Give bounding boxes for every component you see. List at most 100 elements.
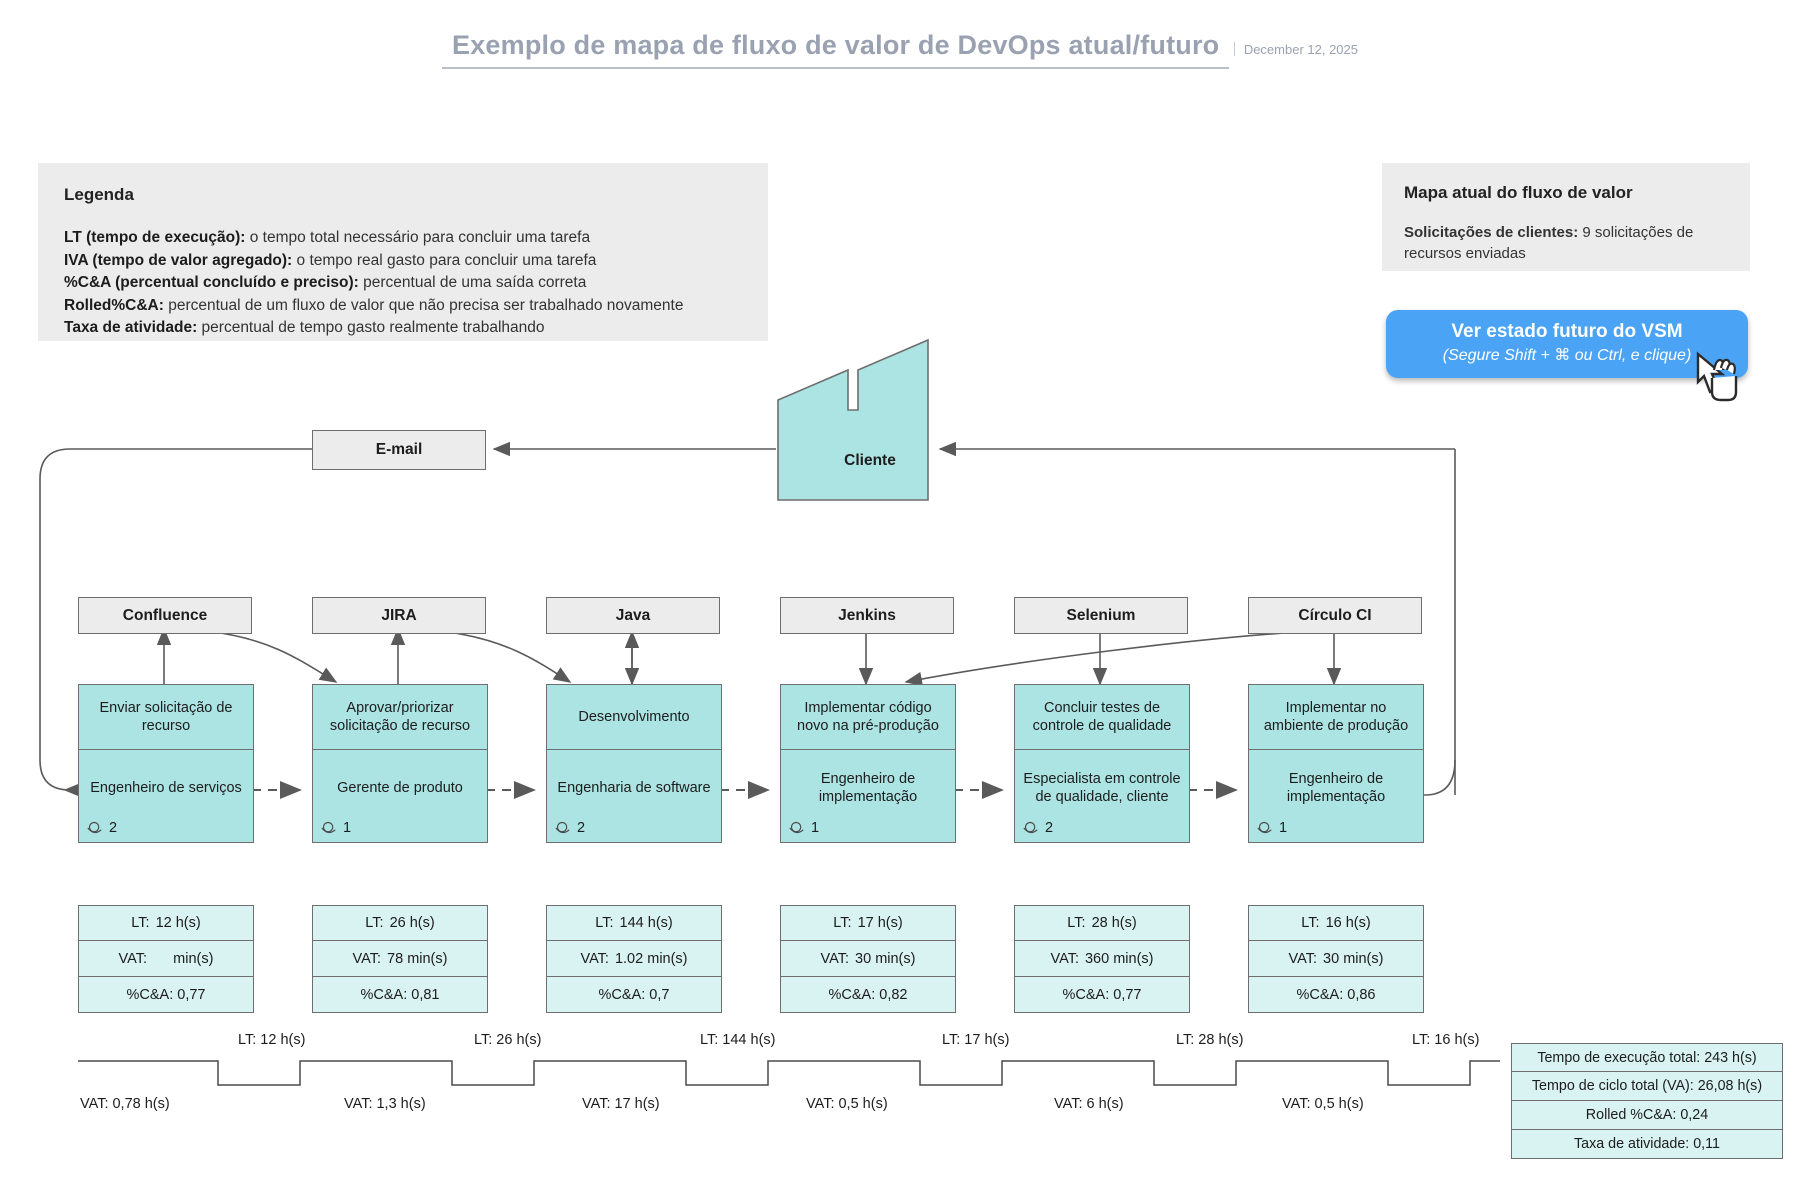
current-map-title: Mapa atual do fluxo de valor <box>1404 183 1633 202</box>
metrics-box: LT:26 h(s) VAT:78 min(s) %C&A: 0,81 <box>312 905 488 1013</box>
process-role-wrap: Especialista em controle de qualidade, c… <box>1014 749 1190 843</box>
metric-vat-unit: min(s) <box>647 950 688 967</box>
metric-lt-value: 12 h(s) <box>155 915 201 931</box>
metric-vat: VAT:360 min(s) <box>1014 941 1190 977</box>
legend-desc: o tempo real gasto para concluir uma tar… <box>292 251 597 269</box>
operator-icon <box>789 821 804 834</box>
operator-icon <box>87 821 102 834</box>
process-count-value: 2 <box>577 820 586 836</box>
timeline-lt-label: LT: 16 h(s) <box>1412 1032 1480 1048</box>
summary-total-cycle-time: Tempo de ciclo total (VA): 26,08 h(s) <box>1511 1072 1783 1101</box>
metrics-box: LT:16 h(s) VAT:30 min(s) %C&A: 0,86 <box>1248 905 1424 1013</box>
process-task: Implementar no ambiente de produção <box>1248 684 1424 749</box>
process-task: Desenvolvimento <box>546 684 722 749</box>
timeline-lt-label: LT: 26 h(s) <box>474 1032 542 1048</box>
process-count-value: 1 <box>1279 820 1288 836</box>
process-box[interactable]: Implementar no ambiente de produção Enge… <box>1248 684 1424 843</box>
summary-total-lead-time: Tempo de execução total: 243 h(s) <box>1511 1043 1783 1072</box>
legend-item-ca: %C&A (percentual concluído e preciso): p… <box>64 272 742 295</box>
metric-vat-unit: min(s) <box>1343 950 1384 967</box>
process-count-value: 2 <box>1045 820 1054 836</box>
process-count: 1 <box>320 819 351 837</box>
system-box-selenium[interactable]: Selenium <box>1014 597 1188 634</box>
metrics-box: LT:144 h(s) VAT:1.02 min(s) %C&A: 0,7 <box>546 905 722 1013</box>
current-map-panel: Mapa atual do fluxo de valor Solicitaçõe… <box>1382 163 1750 271</box>
metric-lt-value: 144 h(s) <box>619 915 673 931</box>
timeline-lt-label: LT: 17 h(s) <box>942 1032 1010 1048</box>
legend-item-iva: IVA (tempo de valor agregado): o tempo r… <box>64 250 742 273</box>
process-count: 1 <box>1256 819 1287 837</box>
system-box-confluence[interactable]: Confluence <box>78 597 252 634</box>
process-role: Gerente de produto <box>337 780 463 796</box>
process-role-wrap: Engenheiro de serviços 2 <box>78 749 254 843</box>
process-role: Especialista em controle de qualidade, c… <box>1023 771 1181 805</box>
metric-vat-unit: min(s) <box>407 950 448 967</box>
requests-term: Solicitações de clientes: <box>1404 224 1579 241</box>
metric-lt-label: LT: <box>1067 915 1086 931</box>
legend-term: LT (tempo de execução): <box>64 229 246 246</box>
date-divider <box>1233 42 1235 56</box>
cta-sublabel: (Segure Shift + ⌘ ou Ctrl, e clique) <box>1442 347 1692 364</box>
legend-panel: Legenda LT (tempo de execução): o tempo … <box>38 163 768 341</box>
metric-vat: VAT: min(s) <box>78 941 254 977</box>
page-title: Exemplo de mapa de fluxo de valor de Dev… <box>451 30 1220 60</box>
process-box[interactable]: Enviar solicitação de recurso Engenheiro… <box>78 684 254 843</box>
system-box-java[interactable]: Java <box>546 597 720 634</box>
metric-vat: VAT:78 min(s) <box>312 941 488 977</box>
metric-lt-value: 28 h(s) <box>1091 915 1137 931</box>
metric-ca: %C&A: 0,7 <box>546 977 722 1013</box>
metrics-box: LT: 28 h(s) VAT:360 min(s) %C&A: 0,77 <box>1014 905 1190 1013</box>
timeline-vat-label: VAT: 0,78 h(s) <box>80 1096 170 1112</box>
metric-lt: LT:26 h(s) <box>312 905 488 941</box>
process-role-wrap: Engenheiro de implementação 1 <box>780 749 956 843</box>
operator-icon <box>1023 821 1038 834</box>
legend-term: Taxa de atividade: <box>64 319 198 336</box>
operator-icon <box>555 821 570 834</box>
process-role-wrap: Gerente de produto 1 <box>312 749 488 843</box>
node-email[interactable]: E-mail <box>312 430 486 470</box>
process-task: Implementar código novo na pré-produção <box>780 684 956 749</box>
operator-icon <box>321 821 336 834</box>
system-box-jira[interactable]: JIRA <box>312 597 486 634</box>
process-count-value: 1 <box>343 820 352 836</box>
metric-lt-label: LT: <box>595 915 614 931</box>
legend-term: IVA (tempo de valor agregado): <box>64 251 293 269</box>
date-text: December 12, 2025 <box>1243 42 1358 57</box>
process-box[interactable]: Concluir testes de controle de qualidade… <box>1014 684 1190 843</box>
metric-ca: %C&A: 0,82 <box>780 977 956 1013</box>
timeline-lt-label: LT: 28 h(s) <box>1176 1032 1244 1048</box>
process-count: 1 <box>788 819 819 837</box>
process-role: Engenheiro de serviços <box>90 780 242 796</box>
summary-box: Tempo de execução total: 243 h(s) Tempo … <box>1511 1043 1783 1159</box>
process-box[interactable]: Implementar código novo na pré-produção … <box>780 684 956 843</box>
requests-desc: 9 solicitações de recursos enviadas <box>1404 224 1694 262</box>
metric-ca: %C&A: 0,77 <box>1014 977 1190 1013</box>
metric-ca: %C&A: 0,86 <box>1248 977 1424 1013</box>
view-future-vsm-button[interactable]: Ver estado futuro do VSM (Segure Shift +… <box>1386 310 1748 378</box>
metric-lt: LT:17 h(s) <box>780 905 956 941</box>
metric-vat-unit: min(s) <box>173 950 214 967</box>
process-count-value: 2 <box>109 820 118 836</box>
metric-lt-value: 16 h(s) <box>1325 915 1371 931</box>
title-underline-wrap: Exemplo de mapa de fluxo de valor de Dev… <box>441 30 1230 69</box>
metric-lt: LT: 144 h(s) <box>546 905 722 941</box>
system-box-circulo-ci[interactable]: Círculo CI <box>1248 597 1422 634</box>
node-cliente-label: Cliente <box>844 452 896 469</box>
metric-vat-label: VAT: <box>820 950 850 967</box>
legend-item-rolled: Rolled%C&A: percentual de um fluxo de va… <box>64 295 742 318</box>
legend-item-lt: LT (tempo de execução): o tempo total ne… <box>64 227 742 250</box>
process-box[interactable]: Desenvolvimento Engenharia de software 2 <box>546 684 722 843</box>
process-count: 2 <box>1022 819 1053 837</box>
process-box[interactable]: Aprovar/priorizar solicitação de recurso… <box>312 684 488 843</box>
metric-vat-value: 30 <box>855 950 872 967</box>
timeline-vat-label: VAT: 0,5 h(s) <box>806 1096 888 1112</box>
timeline-lt-label: LT: 144 h(s) <box>700 1032 776 1048</box>
timeline-lt-label: LT: 12 h(s) <box>238 1032 306 1048</box>
spacer <box>153 951 173 967</box>
process-count: 2 <box>86 819 117 837</box>
legend-item-taxa: Taxa de atividade: percentual de tempo g… <box>64 317 742 340</box>
metric-vat-label: VAT: <box>580 950 609 967</box>
system-box-jenkins[interactable]: Jenkins <box>780 597 954 634</box>
cta-label: Ver estado futuro do VSM <box>1451 321 1683 342</box>
metric-lt: LT:16 h(s) <box>1248 905 1424 941</box>
